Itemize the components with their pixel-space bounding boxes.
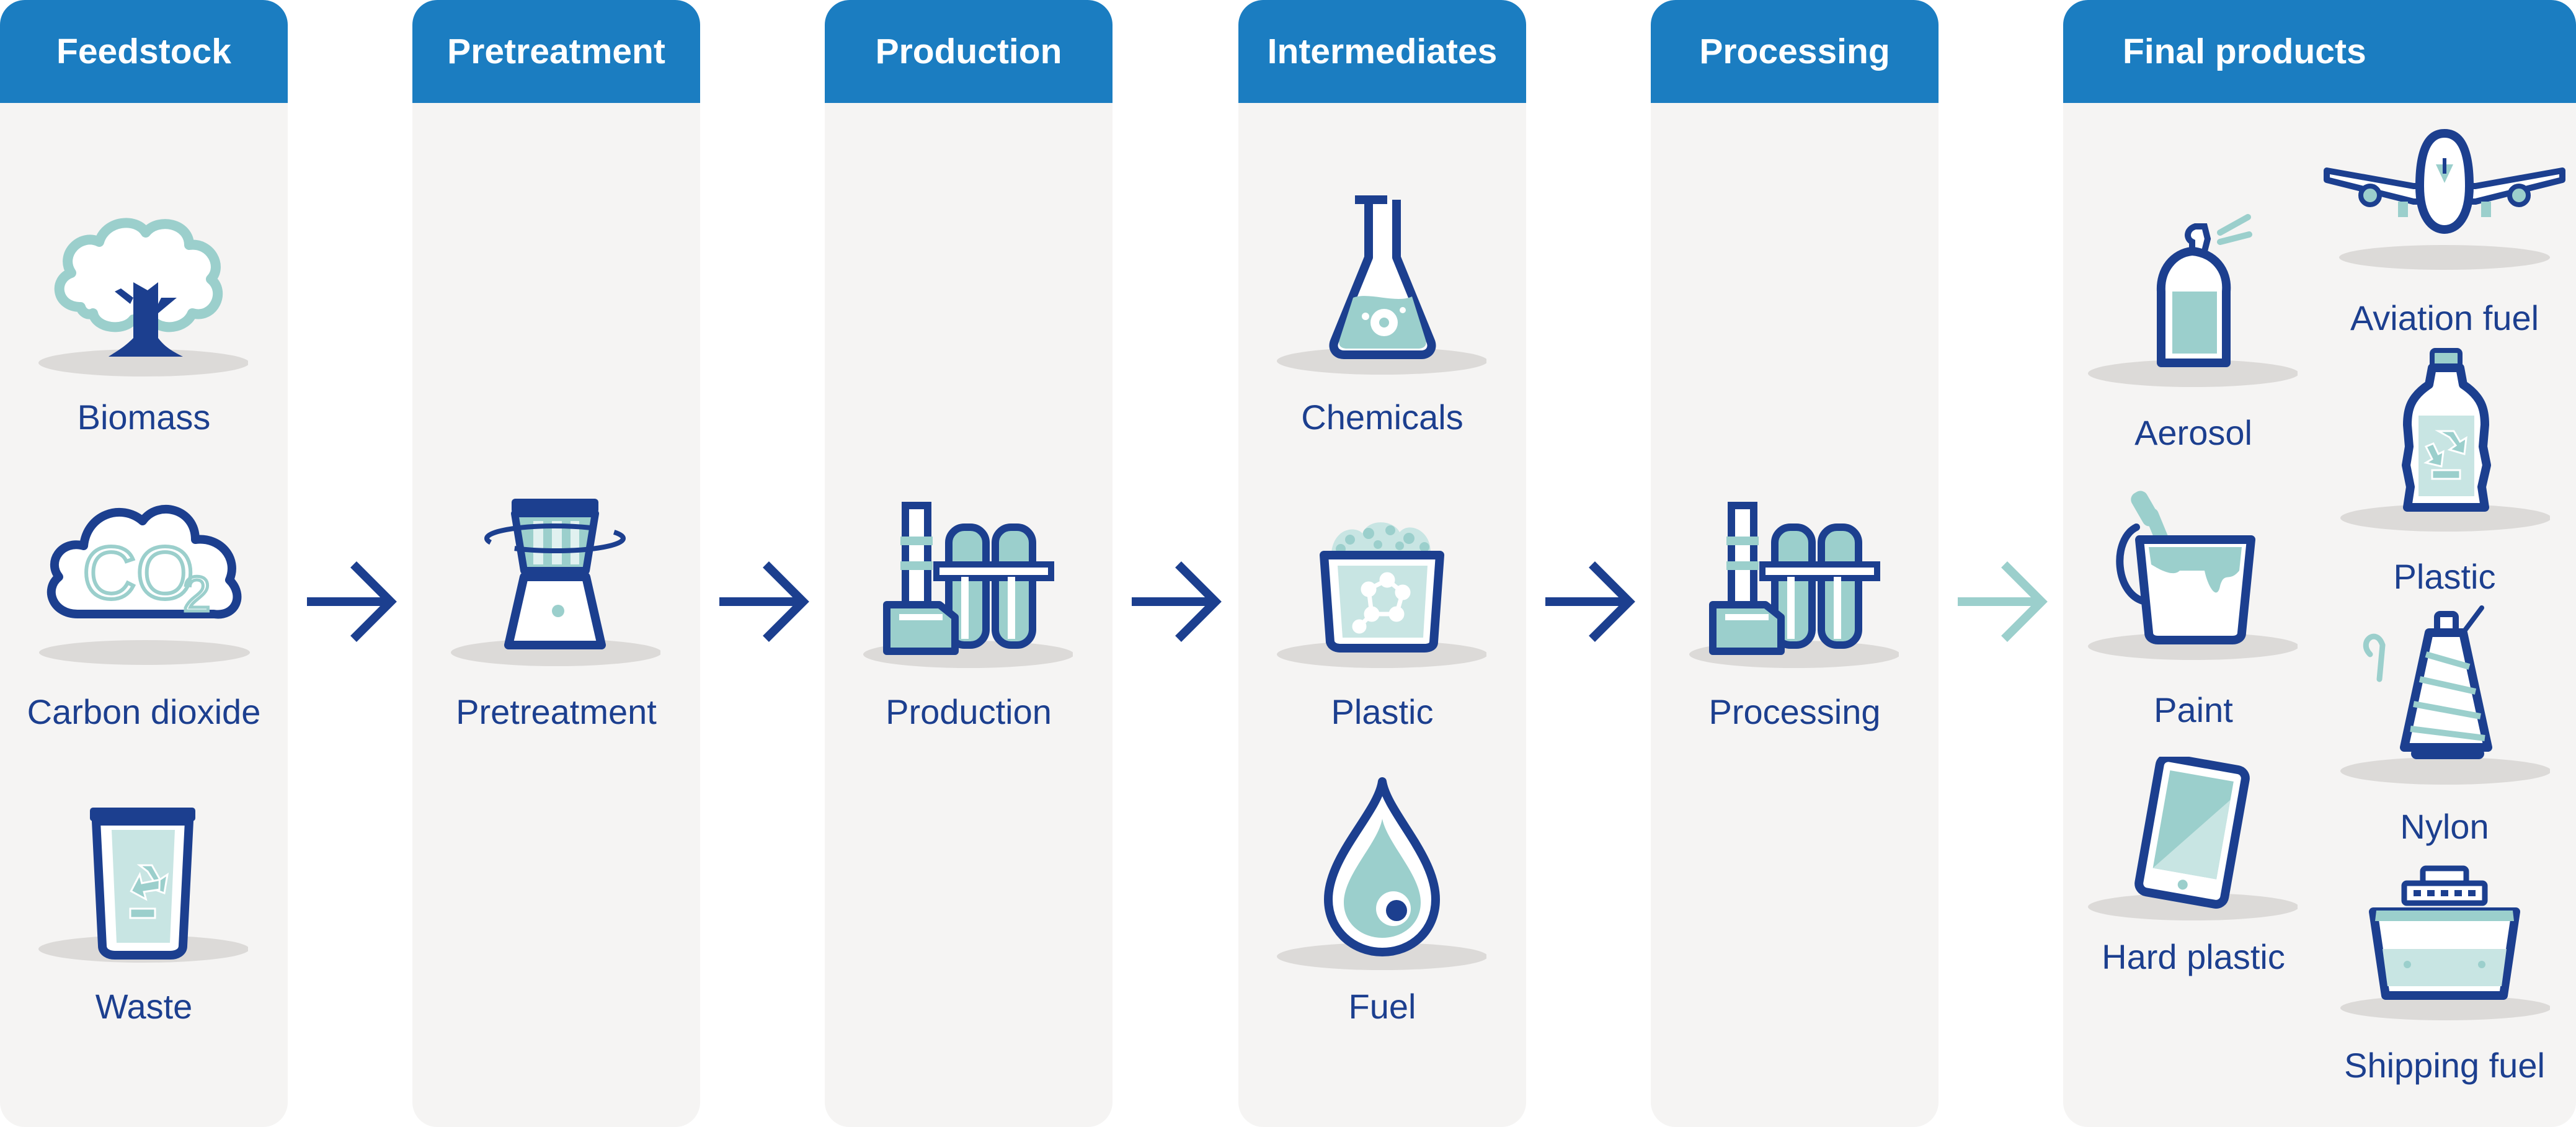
factory-icon <box>863 502 1073 668</box>
item-label-carbon-dioxide: Carbon dioxide <box>27 692 261 731</box>
aerosol-can-icon <box>2088 214 2298 387</box>
column-header: Final products <box>2063 0 2576 103</box>
item-label-pretreatment: Pretreatment <box>456 692 657 731</box>
item-label-nylon: Nylon <box>2400 807 2489 846</box>
tablet-icon <box>2088 757 2298 920</box>
item-label-production: Production <box>886 692 1052 731</box>
column-header-text: Final products <box>2123 32 2366 71</box>
arrow-right-icon <box>1545 561 1635 642</box>
airplane-icon <box>2324 128 2565 270</box>
recycling-bin-icon <box>38 808 248 963</box>
column-header: Feedstock <box>0 0 288 103</box>
column-header: Production <box>825 0 1113 103</box>
item-label-biomass: Biomass <box>77 398 211 437</box>
tree-icon <box>38 218 248 376</box>
flask-icon <box>1277 195 1486 375</box>
plastic-tub-icon <box>1277 522 1486 668</box>
svg-text:2: 2 <box>183 566 211 621</box>
column-pretreatment: Pretreatment <box>412 0 700 1127</box>
item-label-aviation-fuel: Aviation fuel <box>2350 298 2539 337</box>
item-label-shipping-fuel: Shipping fuel <box>2344 1046 2545 1085</box>
column-header: Intermediates <box>1238 0 1526 103</box>
column-header: Processing <box>1651 0 1939 103</box>
item-label-fuel: Fuel <box>1348 987 1416 1026</box>
arrow-right-icon <box>1958 561 2048 642</box>
plastic-bottle-icon <box>2340 348 2550 532</box>
blender-icon <box>451 499 660 666</box>
arrow-right-icon <box>1132 561 1222 642</box>
ship-icon <box>2340 865 2550 1020</box>
co2-cloud-icon: CO 2 <box>39 504 250 665</box>
svg-text:CO: CO <box>82 532 194 615</box>
arrow-right-icon <box>719 561 809 642</box>
column-header: Pretreatment <box>412 0 700 103</box>
fuel-drop-icon <box>1277 777 1486 970</box>
item-label-aerosol: Aerosol <box>2134 413 2252 452</box>
item-label-chemicals: Chemicals <box>1301 398 1463 437</box>
item-label-hard-plastic: Hard plastic <box>2102 937 2285 976</box>
item-label-waste: Waste <box>95 987 193 1026</box>
arrow-right-icon <box>307 561 397 642</box>
item-label-plastic-final: Plastic <box>2393 557 2496 596</box>
thread-spool-icon <box>2340 605 2550 785</box>
item-label-paint: Paint <box>2154 690 2233 729</box>
item-label-processing: Processing <box>1708 692 1881 731</box>
item-label-plastic-intermediate: Plastic <box>1331 692 1434 731</box>
paint-bucket-icon <box>2088 491 2298 660</box>
factory-icon <box>1689 502 1899 668</box>
